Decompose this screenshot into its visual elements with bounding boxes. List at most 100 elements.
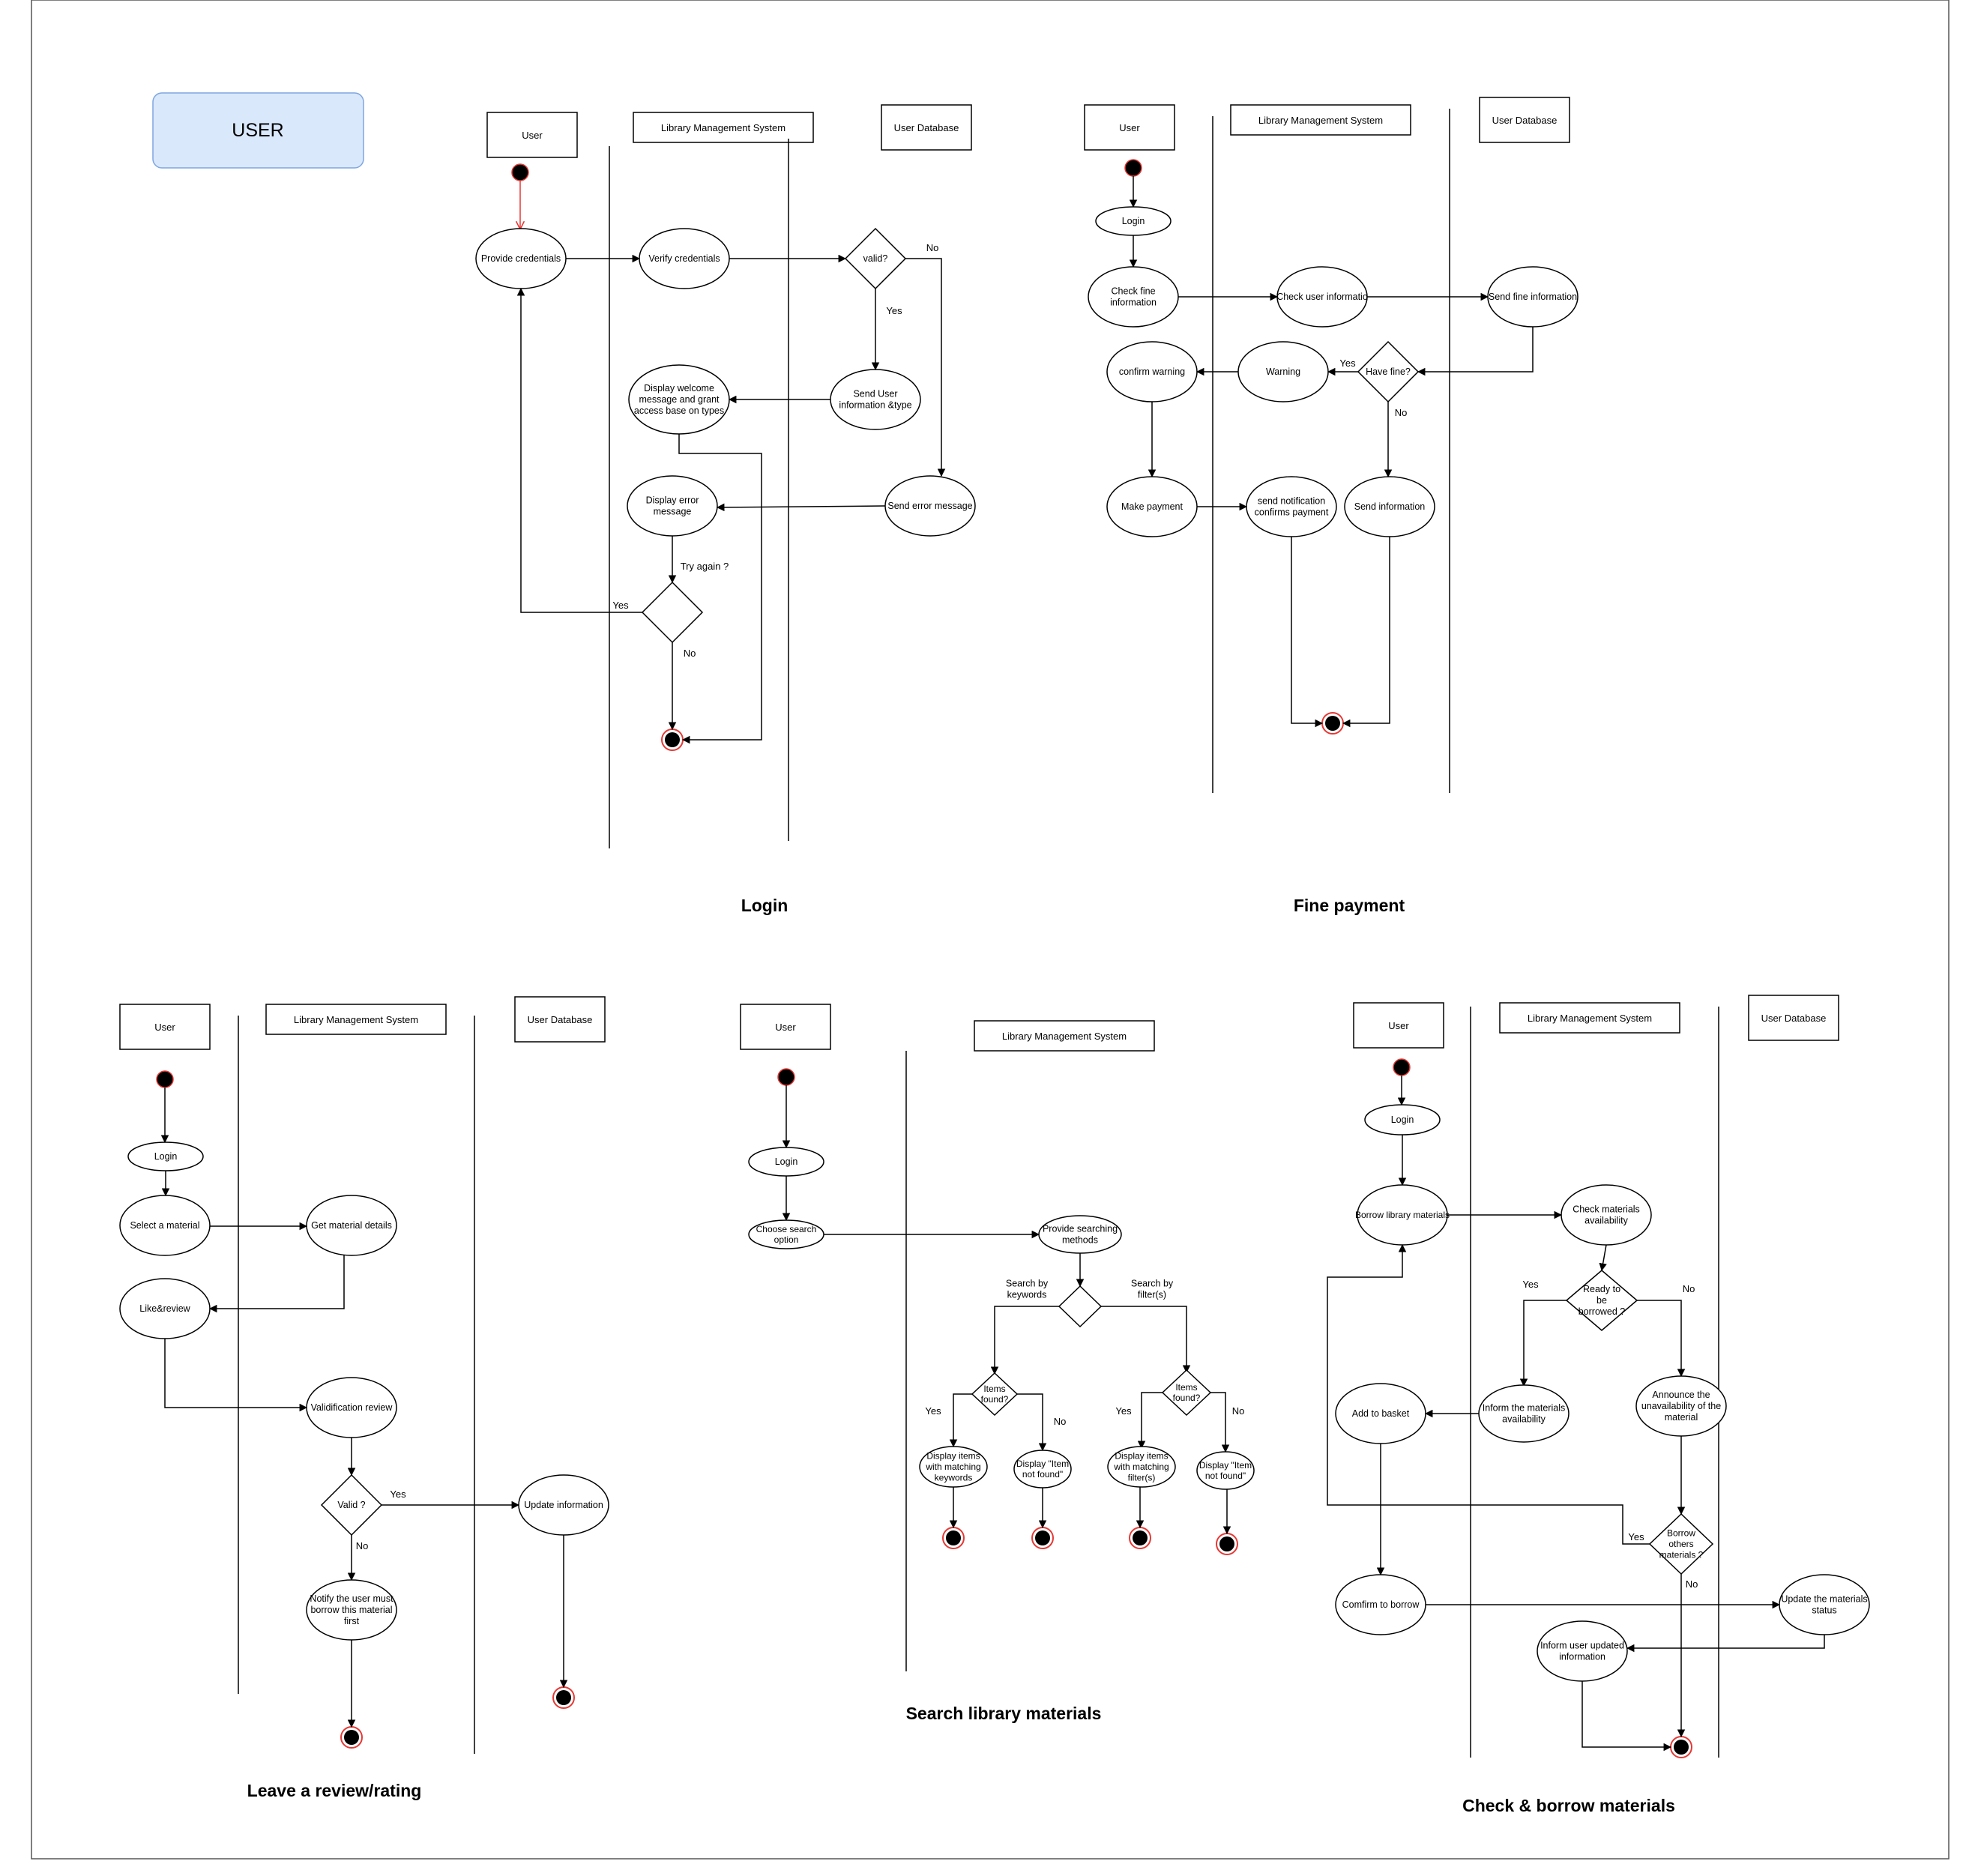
search-display-filters[interactable] bbox=[1107, 1446, 1176, 1488]
fine-send-fine-label-line: Send fine information bbox=[1489, 292, 1577, 302]
login-verify-credentials-label-line: Verify credentials bbox=[648, 253, 720, 264]
borrow-ready-decision[interactable] bbox=[1565, 1270, 1638, 1331]
fine-end-node-core bbox=[1325, 716, 1340, 731]
search-login-label-line: Login bbox=[775, 1156, 798, 1167]
login-try-again-decision[interactable] bbox=[641, 581, 704, 644]
borrow-check-availability-label-line: Check materials bbox=[1573, 1204, 1640, 1215]
borrow-lane-database bbox=[1748, 995, 1839, 1041]
borrow-add-basket-label: Add to basket bbox=[1352, 1408, 1410, 1419]
login-display-welcome-label-line: access base on types bbox=[634, 405, 724, 416]
fine-check-user-label-line: Check user informatio bbox=[1276, 292, 1368, 302]
borrow-inform-availability-label-line: Inform the materials bbox=[1483, 1403, 1565, 1414]
login-provide-credentials-label: Provide credentials bbox=[481, 253, 561, 264]
search-end-ft-display-core bbox=[1133, 1530, 1148, 1545]
fine-lane-system bbox=[1230, 104, 1411, 136]
borrow-lane-system-label-line: Library Management System bbox=[1528, 1013, 1652, 1024]
borrow-confirm-label-line: Comfirm to borrow bbox=[1342, 1599, 1420, 1610]
user-tag-label: USER bbox=[232, 120, 283, 141]
review-select-material[interactable] bbox=[119, 1195, 211, 1256]
review-lane-user bbox=[119, 1004, 211, 1050]
search-not-found-ft-label-line: not found" bbox=[1205, 1471, 1246, 1481]
login-try-yes-label-line: Yes bbox=[612, 600, 629, 611]
login-valid-no-label-line: No bbox=[926, 242, 939, 253]
borrow-inform-updated-label-line: Inform user updated bbox=[1540, 1641, 1624, 1651]
search-flow-filters bbox=[1101, 1306, 1191, 1374]
search-filters-label-line: Search by bbox=[1131, 1279, 1174, 1289]
search-method-decision[interactable] bbox=[1058, 1285, 1103, 1328]
page-border bbox=[31, 0, 1950, 1860]
borrow-flow-others-yes bbox=[1327, 1243, 1650, 1545]
review-lane-database-label: User Database bbox=[528, 1014, 593, 1025]
borrow-update-status-label-line: Update the materials bbox=[1781, 1594, 1867, 1605]
review-like-review-label-line: Like&review bbox=[139, 1303, 190, 1314]
search-lane-system-label-line: Library Management System bbox=[1002, 1031, 1127, 1042]
user-tag-label-line: USER bbox=[232, 120, 283, 141]
login-flow-error-display bbox=[716, 503, 886, 512]
search-kw-yes-label-line: Yes bbox=[925, 1405, 941, 1417]
login-valid-yes-label-line: Yes bbox=[886, 305, 902, 316]
login-send-user-info-label-line: information &type bbox=[839, 400, 911, 411]
fine-yes-label-line: Yes bbox=[1339, 358, 1356, 369]
search-lane-user-label-line: User bbox=[775, 1022, 796, 1033]
borrow-ready-yes-label: Yes bbox=[1522, 1279, 1539, 1290]
review-lane-system bbox=[265, 1004, 447, 1035]
borrow-lane-system bbox=[1499, 1002, 1680, 1034]
review-login-label-line: Login bbox=[154, 1151, 178, 1162]
search-filters-found-decision-label-line: Items bbox=[1175, 1382, 1197, 1393]
search-filters-found-decision[interactable] bbox=[1161, 1369, 1212, 1417]
borrow-others-decision-label-line: Borrow bbox=[1667, 1528, 1695, 1539]
search-not-found-kw-label-line: Display "Item bbox=[1016, 1459, 1069, 1469]
review-valid-decision-label-line: Valid ? bbox=[337, 1500, 365, 1510]
review-title: Leave a review/rating bbox=[247, 1781, 422, 1800]
search-keywords-found-decision-label-line: found? bbox=[981, 1394, 1009, 1405]
search-keywords-found-decision[interactable] bbox=[971, 1372, 1019, 1417]
fine-yes-label: Yes bbox=[1339, 358, 1356, 369]
search-flow-ft-yes bbox=[1137, 1392, 1163, 1450]
fine-make-payment-label-line: Make payment bbox=[1121, 501, 1184, 512]
borrow-borrow-materials-label: Borrow library materials bbox=[1355, 1210, 1450, 1220]
borrow-title: Check & borrow materials bbox=[1462, 1796, 1675, 1815]
fine-send-notification-label-line: confirms payment bbox=[1255, 507, 1329, 518]
review-notify-label-line: first bbox=[344, 1616, 360, 1626]
review-flow-details-like bbox=[208, 1255, 345, 1313]
login-title: Login bbox=[741, 896, 789, 915]
borrow-ready-no-label-line: No bbox=[1683, 1283, 1695, 1294]
fine-lane-database bbox=[1479, 97, 1570, 143]
review-yes-label-line: Yes bbox=[390, 1489, 406, 1500]
search-kw-no-label: No bbox=[1054, 1416, 1067, 1427]
borrow-announce-label-line: Announce the bbox=[1652, 1390, 1710, 1400]
fine-start-node bbox=[1124, 159, 1142, 177]
borrow-inform-availability-label-line: availability bbox=[1502, 1414, 1546, 1425]
fine-send-information-label: Send information bbox=[1354, 501, 1426, 512]
borrow-flow-ready-yes bbox=[1519, 1300, 1567, 1387]
borrow-flow-inform-end bbox=[1581, 1681, 1672, 1752]
login-lane-system-label-line: Library Management System bbox=[661, 122, 786, 133]
borrow-announce-label-line: unavailability of the bbox=[1641, 1401, 1721, 1411]
search-display-keywords-label-line: with matching bbox=[925, 1462, 980, 1472]
search-kw-yes-label: Yes bbox=[925, 1405, 941, 1417]
review-no-label: No bbox=[356, 1540, 369, 1551]
fine-lane-database-label: User Database bbox=[1492, 115, 1558, 126]
borrow-confirm-label: Comfirm to borrow bbox=[1342, 1599, 1420, 1610]
borrow-lane-user-label: User bbox=[1388, 1020, 1409, 1031]
fine-lane-system-label: Library Management System bbox=[1258, 115, 1383, 126]
borrow-others-no-label-line: No bbox=[1686, 1578, 1698, 1590]
login-display-welcome-label-line: message and grant bbox=[639, 394, 720, 405]
review-no-label-line: No bbox=[356, 1540, 369, 1551]
search-display-filters-label-line: with matching bbox=[1113, 1462, 1169, 1472]
search-not-found-ft[interactable] bbox=[1196, 1451, 1255, 1490]
search-end-kw-notfound-core bbox=[1035, 1530, 1050, 1545]
review-notify-label-line: Notify the user must bbox=[310, 1593, 394, 1604]
